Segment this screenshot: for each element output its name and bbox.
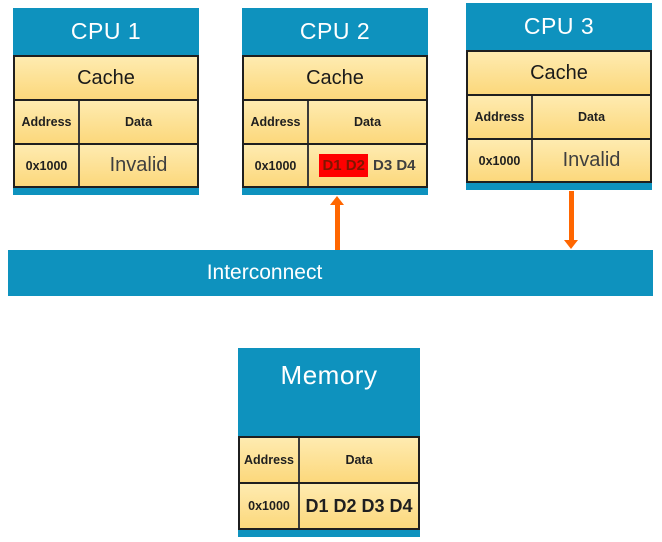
cpu2-data-value: D1 D2 D3 D4 (309, 145, 426, 186)
cpu1-box: CPU 1 Cache Address Data 0x1000 Invalid (13, 8, 199, 195)
cpu2-data-header: Data (309, 101, 426, 143)
memory-address-header: Address (240, 438, 300, 482)
cpu3-table-value-row: 0x1000 Invalid (468, 140, 650, 181)
cpu2-address-value: 0x1000 (244, 145, 309, 186)
up-arrowhead-icon (330, 196, 344, 205)
arrow-shaft (568, 191, 574, 240)
cpu3-cache-banner: Cache (468, 52, 650, 96)
memory-table-value-row: 0x1000 D1 D2 D3 D4 (240, 484, 418, 528)
cpu2-data-rest: D3 D4 (373, 157, 416, 174)
memory-address-value: 0x1000 (240, 484, 300, 528)
memory-data-value: D1 D2 D3 D4 (300, 484, 418, 528)
cpu3-cache-table: Cache Address Data 0x1000 Invalid (466, 50, 652, 183)
cpu3-address-value: 0x1000 (468, 140, 533, 181)
memory-box: Memory Address Data 0x1000 D1 D2 D3 D4 (238, 348, 420, 537)
memory-table-header-row: Address Data (240, 438, 418, 484)
memory-data-header: Data (300, 438, 418, 482)
cpu3-down-arrow-connector (564, 191, 578, 249)
cpu2-box: CPU 2 Cache Address Data 0x1000 D1 D2 D3… (242, 8, 428, 195)
cpu2-title: CPU 2 (299, 18, 371, 44)
cpu1-table-value-row: 0x1000 Invalid (15, 145, 197, 186)
cpu1-cache-table: Cache Address Data 0x1000 Invalid (13, 55, 199, 188)
arrow-shaft (334, 205, 340, 250)
cpu3-data-header: Data (533, 96, 650, 138)
memory-table: Address Data 0x1000 D1 D2 D3 D4 (238, 436, 420, 530)
cpu2-up-arrow-connector (330, 196, 344, 250)
cpu2-data-highlight: D1 D2 (319, 154, 368, 177)
cpu2-address-header: Address (244, 101, 309, 143)
cpu3-table-header-row: Address Data (468, 96, 650, 140)
interconnect-bar: Interconnect (8, 250, 653, 296)
cpu2-table-header-row: Address Data (244, 101, 426, 145)
interconnect-label: Interconnect (206, 261, 323, 284)
down-arrowhead-icon (564, 240, 578, 249)
cpu1-address-header: Address (15, 101, 80, 143)
cpu3-address-header: Address (468, 96, 533, 138)
cpu3-title: CPU 3 (523, 13, 595, 39)
memory-title: Memory (280, 360, 378, 390)
cpu1-table-header-row: Address Data (15, 101, 197, 145)
cpu1-title: CPU 1 (70, 18, 142, 44)
cpu1-data-header: Data (80, 101, 197, 143)
cpu1-data-value: Invalid (80, 145, 197, 186)
cpu3-data-value: Invalid (533, 140, 650, 181)
cpu1-address-value: 0x1000 (15, 145, 80, 186)
cpu2-table-value-row: 0x1000 D1 D2 D3 D4 (244, 145, 426, 186)
cpu1-cache-banner: Cache (15, 57, 197, 101)
cpu2-cache-table: Cache Address Data 0x1000 D1 D2 D3 D4 (242, 55, 428, 188)
cpu2-cache-banner: Cache (244, 57, 426, 101)
cpu3-box: CPU 3 Cache Address Data 0x1000 Invalid (466, 3, 652, 190)
